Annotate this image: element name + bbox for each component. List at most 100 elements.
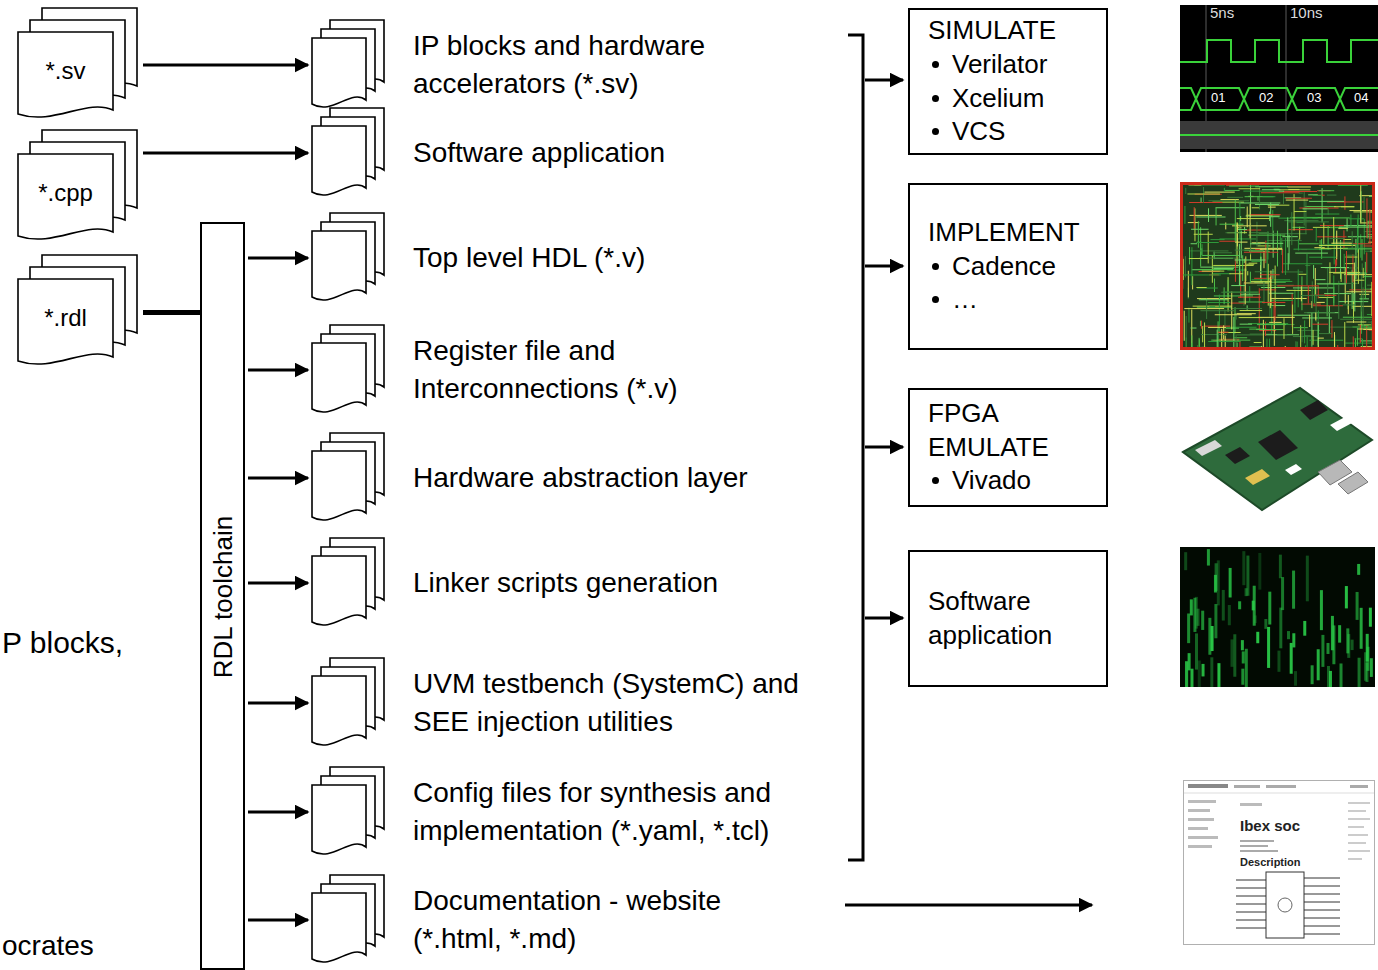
stage-heading: IMPLEMENT bbox=[928, 217, 1080, 247]
chip-wire bbox=[1202, 244, 1203, 256]
chip-wire bbox=[1315, 214, 1339, 215]
bracket-arrow bbox=[865, 617, 903, 620]
chip-wire bbox=[1303, 208, 1328, 209]
chip-wire bbox=[1313, 195, 1322, 196]
chip-wire bbox=[1333, 283, 1344, 284]
chip-wire bbox=[1285, 238, 1286, 275]
chip-wire bbox=[1343, 248, 1375, 249]
chip-wire bbox=[1367, 285, 1372, 286]
chip-wire bbox=[1201, 198, 1202, 203]
board-connector bbox=[1195, 440, 1222, 456]
chip-wire bbox=[1360, 185, 1361, 222]
matrix-streak bbox=[1311, 665, 1314, 684]
chip-wire bbox=[1360, 234, 1361, 257]
chip-wire bbox=[1314, 287, 1315, 304]
output-text: IP blocks and hardware accelerators (*.s… bbox=[413, 27, 813, 103]
chip-wire bbox=[1340, 319, 1375, 320]
bullet bbox=[932, 477, 939, 484]
chip-wire bbox=[1244, 252, 1278, 253]
chip-wire bbox=[1214, 278, 1215, 292]
chip-wire bbox=[1272, 233, 1307, 234]
matrix-streak bbox=[1258, 553, 1261, 590]
chip-wire bbox=[1224, 287, 1225, 304]
matrix-streak bbox=[1229, 568, 1232, 598]
stage-heading: Software application bbox=[928, 586, 1052, 650]
chip-wire bbox=[1347, 255, 1358, 256]
chip-wire bbox=[1328, 244, 1355, 245]
chip-wire bbox=[1327, 298, 1328, 317]
matrix-streak bbox=[1292, 633, 1295, 647]
chip-wire bbox=[1208, 341, 1240, 342]
chip-wire bbox=[1362, 263, 1363, 270]
chip-wire bbox=[1286, 198, 1312, 199]
connector bbox=[248, 369, 308, 372]
chip-wire bbox=[1257, 324, 1286, 325]
chip-wire bbox=[1343, 304, 1356, 305]
matrix-streak bbox=[1268, 592, 1271, 625]
chip-wire bbox=[1206, 299, 1207, 319]
chip-wire bbox=[1255, 271, 1275, 272]
chip-wire bbox=[1267, 244, 1268, 280]
chip-wire bbox=[1276, 281, 1292, 282]
chip-wire bbox=[1279, 191, 1284, 192]
document-page bbox=[312, 231, 366, 300]
matrix-streak bbox=[1190, 599, 1193, 615]
chip-wire bbox=[1185, 188, 1186, 194]
list-item: Vivado bbox=[928, 464, 1096, 498]
chip-wire bbox=[1353, 211, 1375, 212]
chip-wire bbox=[1319, 190, 1335, 191]
chip-wire bbox=[1359, 294, 1369, 295]
chip-wire bbox=[1237, 218, 1270, 219]
chip-wire bbox=[1197, 298, 1231, 299]
chip-wire bbox=[1331, 320, 1332, 338]
chip-wire bbox=[1204, 322, 1205, 350]
chip-wire bbox=[1315, 279, 1326, 280]
chip-wire bbox=[1369, 209, 1370, 243]
chip-wire bbox=[1277, 285, 1319, 286]
chip-wire bbox=[1321, 267, 1349, 268]
chip-wire bbox=[1354, 263, 1355, 294]
matrix-streak bbox=[1290, 643, 1293, 674]
chip-wire bbox=[1228, 280, 1229, 297]
matrix-streak bbox=[1279, 608, 1282, 649]
screenshot-text-line bbox=[1188, 827, 1208, 830]
chip-wire bbox=[1322, 244, 1328, 245]
chip-wire bbox=[1305, 206, 1336, 207]
list-item: Cadence bbox=[928, 250, 1096, 284]
chip-wire bbox=[1249, 251, 1270, 252]
matrix-streak bbox=[1208, 618, 1211, 655]
chip-border bbox=[1182, 184, 1374, 349]
chip-wire bbox=[1295, 253, 1328, 254]
matrix-streak bbox=[1222, 590, 1225, 621]
document-page bbox=[312, 451, 366, 520]
chip-wire bbox=[1267, 240, 1302, 241]
matrix-streak bbox=[1256, 632, 1259, 643]
screenshot-text-line bbox=[1188, 836, 1218, 839]
chip-wire bbox=[1231, 285, 1245, 286]
box-heading-line: FPGA EMULATE bbox=[928, 397, 1096, 465]
generated-output: IP blocks and hardware accelerators (*.s… bbox=[312, 20, 832, 110]
chip-wire bbox=[1324, 293, 1351, 294]
chip-wire bbox=[1229, 273, 1243, 274]
bus-signal bbox=[1180, 88, 1378, 110]
chip-wire bbox=[1238, 297, 1261, 298]
doc-subheading: Description bbox=[1240, 856, 1301, 869]
chip-wire bbox=[1212, 255, 1213, 283]
toolchain-label: RDL toolchain bbox=[207, 516, 238, 678]
chip-wire bbox=[1333, 217, 1334, 244]
chip-wire bbox=[1338, 185, 1368, 186]
chip-wire bbox=[1343, 317, 1374, 318]
chip-wire bbox=[1187, 193, 1220, 194]
matrix-streak bbox=[1338, 625, 1341, 642]
file-name: *.sv bbox=[45, 57, 85, 85]
chip-wire bbox=[1259, 233, 1274, 234]
chip-wire bbox=[1333, 287, 1334, 306]
chip-wire bbox=[1318, 311, 1319, 319]
chip-wire bbox=[1346, 291, 1375, 292]
matrix-streak bbox=[1317, 649, 1320, 680]
board-part bbox=[1285, 464, 1302, 475]
chip-wire bbox=[1335, 259, 1336, 273]
schematic-pins bbox=[1236, 880, 1266, 928]
chip-wire bbox=[1215, 268, 1221, 269]
